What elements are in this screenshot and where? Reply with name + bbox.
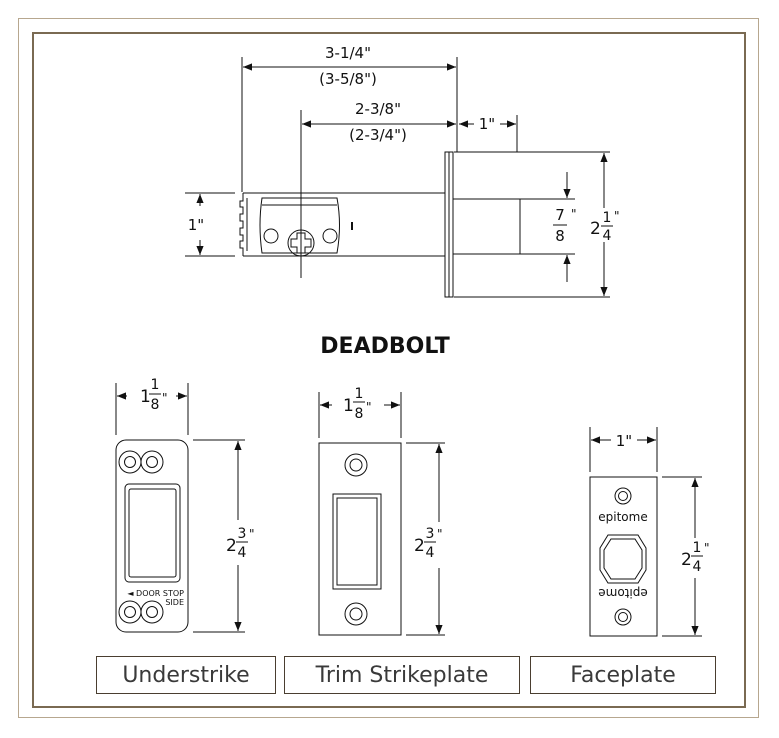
understrike-height-denominator: 4 — [238, 545, 247, 561]
body-height-label: 1" — [188, 216, 204, 234]
understrike-drawing — [115, 383, 245, 633]
trim-height-whole: 2 — [414, 536, 425, 556]
understrike-height-numerator: 3 — [238, 526, 247, 542]
inner-frame — [32, 32, 746, 708]
backset-label: 2-3/8" — [355, 100, 401, 118]
faceplate-label: Faceplate — [530, 656, 716, 694]
understrike-height-whole: 2 — [226, 536, 237, 556]
overall-length-alt-label: (3-5/8") — [319, 70, 377, 88]
bolt-height-unit: " — [571, 207, 577, 221]
faceplate-height-fraction: 2 1 4 " — [681, 540, 710, 575]
trim-width-denominator: 8 — [355, 406, 364, 422]
trim-width-numerator: 1 — [355, 386, 364, 402]
trim-width-unit: " — [366, 400, 372, 414]
overall-length-label: 3-1/4" — [325, 44, 371, 62]
understrike-width-denominator: 8 — [151, 397, 160, 413]
understrike-label-text: Understrike — [122, 662, 250, 688]
backset-alt-label: (2-3/4") — [349, 126, 407, 144]
faceplate-width-label: 1" — [616, 432, 632, 450]
face-height-numerator: 1 — [603, 210, 612, 226]
trim-height-unit: " — [437, 527, 443, 541]
bolt-height-denominator: 8 — [555, 227, 565, 245]
faceplate-height-numerator: 1 — [693, 540, 702, 556]
understrike-height-unit: " — [249, 527, 255, 541]
trim-height-fraction: 2 3 4 " — [414, 526, 443, 561]
face-height-denominator: 4 — [603, 228, 612, 244]
trim-height-denominator: 4 — [426, 545, 435, 561]
bolt-height-fraction: 7 8 " — [553, 206, 577, 245]
faceplate-label-text: Faceplate — [570, 662, 676, 688]
faceplate-brand-top: epitome — [598, 510, 647, 524]
door-stop-note: ◄ DOOR STOP — [127, 589, 184, 598]
door-stop-note-side: SIDE — [165, 598, 184, 607]
understrike-height-fraction: 2 3 4 " — [226, 526, 255, 561]
understrike-width-whole: 1 — [140, 387, 151, 407]
trim-width-fraction: 1 1 8 " — [343, 386, 372, 422]
trim-height-numerator: 3 — [426, 526, 435, 542]
faceplate-drawing — [589, 427, 702, 637]
bolt-height-numerator: 7 — [555, 206, 565, 224]
trim-strikeplate-label: Trim Strikeplate — [284, 656, 520, 694]
understrike-width-numerator: 1 — [151, 377, 160, 393]
trim-width-whole: 1 — [343, 396, 354, 416]
faceplate-brand-bottom: epitome — [598, 586, 647, 600]
trim-strikeplate-label-text: Trim Strikeplate — [315, 662, 489, 688]
faceplate-height-whole: 2 — [681, 550, 692, 570]
outer-frame — [18, 18, 759, 718]
faceplate-height-unit: " — [704, 541, 710, 555]
understrike-label: Understrike — [96, 656, 276, 694]
deadbolt-title: DEADBOLT — [320, 334, 449, 359]
face-height-whole: 2 — [590, 219, 601, 239]
understrike-width-unit: " — [162, 391, 168, 405]
face-height-fraction: 2 1 4 " — [590, 209, 620, 244]
face-depth-label: 1" — [479, 115, 495, 133]
faceplate-height-denominator: 4 — [693, 559, 702, 575]
deadbolt-drawing — [185, 57, 610, 298]
face-height-unit: " — [614, 209, 620, 223]
trim-strikeplate-drawing — [318, 392, 445, 636]
understrike-width-fraction: 1 1 8 " — [140, 377, 168, 413]
